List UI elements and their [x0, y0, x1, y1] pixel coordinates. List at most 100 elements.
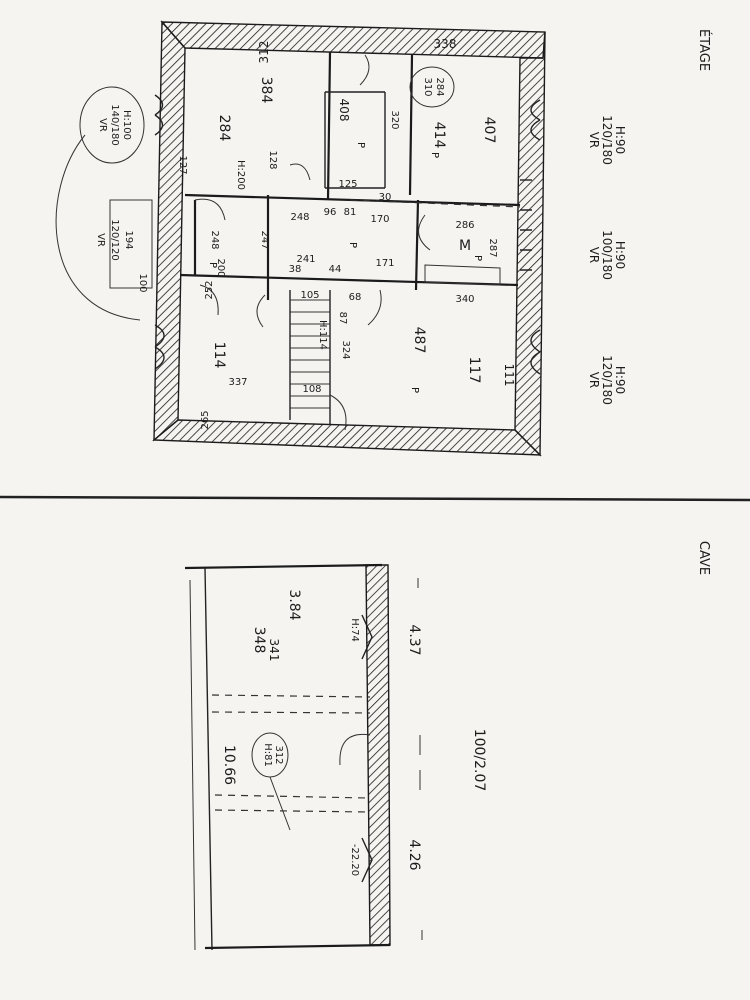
window-note-1-line-0: VR — [97, 118, 108, 132]
dim-324: 324 — [340, 340, 351, 359]
cave-dash-2 — [211, 711, 371, 714]
etage-callout-circle — [79, 86, 145, 164]
circle-labels-line-1: 284 — [434, 77, 445, 96]
cave-dim-437: 4.37 — [406, 624, 422, 655]
dim-h200: H:200 — [235, 160, 246, 190]
dim-128: 128 — [267, 150, 278, 169]
cave-wall-top — [184, 563, 383, 570]
dim-247: 247 — [259, 230, 270, 249]
p-mark-5: P — [472, 255, 483, 261]
dim-407: 407 — [481, 117, 497, 144]
cave-dash-1 — [211, 694, 371, 698]
dim-87: 87 — [337, 312, 348, 325]
dim-68: 68 — [349, 292, 362, 303]
dim-320: 320 — [389, 110, 400, 129]
dim-408: 408 — [337, 99, 351, 122]
cave-dim-1066: 10.66 — [221, 745, 237, 785]
dim-286: 286 — [455, 220, 474, 231]
dim-248: 248 — [290, 212, 309, 223]
cave-circle-labels-line-1: 312 — [273, 745, 284, 764]
dim-252: 252 — [204, 280, 215, 299]
dim-487: 487 — [411, 327, 427, 354]
window-note-2-line-1: 120/180 — [600, 115, 614, 165]
cave-dim-74: H:74 — [349, 618, 360, 642]
dim-248b: 248 — [209, 230, 220, 249]
dim-338: 338 — [434, 37, 457, 51]
etage-room-circle — [409, 66, 455, 108]
dim-117: 117 — [466, 357, 482, 384]
cave-circle-arrow — [269, 776, 291, 831]
dim-111: 111 — [502, 364, 516, 387]
etage-wall-interior-6 — [414, 199, 420, 291]
section-title-etage: ÉTAGE — [696, 29, 712, 71]
cave-door-swing — [339, 733, 371, 766]
dim-241: 241 — [296, 254, 315, 265]
etage-wall-interior-3 — [326, 51, 332, 201]
cave-wall-bottom — [204, 943, 391, 950]
window-note-5-line-1: 120/120 — [109, 219, 120, 261]
cave-window-bottom — [361, 837, 373, 883]
window-note-1-line-2: H:100 — [121, 110, 132, 140]
dim-38: 38 — [289, 264, 302, 275]
etage-callout-curve — [55, 134, 141, 321]
etage-wall-interior-4 — [408, 54, 414, 196]
dim-96: 96 — [324, 207, 337, 218]
dim-200: 200 — [215, 258, 226, 277]
dim-30: 30 — [379, 192, 392, 203]
dim-171: 171 — [375, 258, 394, 269]
dim-414: 414 — [431, 122, 447, 149]
etage-wall-left — [153, 20, 186, 442]
dim-h114: H:114 — [317, 320, 328, 350]
dim-284: 284 — [216, 115, 232, 142]
etage-closet-outline — [109, 199, 153, 289]
cave-window-top — [361, 614, 373, 660]
cave-left-edge — [189, 579, 196, 951]
dim-108: 108 — [302, 384, 321, 395]
dim-312: 312 — [257, 41, 271, 64]
dim-114: 114 — [211, 342, 227, 369]
section-title-cave: CAVE — [696, 541, 711, 575]
dim-337: 337 — [228, 377, 247, 388]
etage-bath-outline — [424, 264, 501, 286]
dim-105: 105 — [300, 290, 319, 301]
etage-staircase — [289, 290, 331, 425]
window-note-5-line-0: VR — [95, 233, 106, 247]
window-note-1-line-1: 140/180 — [109, 104, 120, 146]
cave-dim-348: 348 — [251, 627, 267, 654]
window-note-2-line-2: H:90 — [613, 126, 627, 154]
dim-125: 125 — [338, 179, 357, 190]
p-mark-0: P — [355, 142, 366, 148]
window-note-3-line-1: 100/180 — [600, 230, 614, 280]
cave-dim-22b: -22.20 — [349, 844, 360, 876]
etage-windows — [154, 94, 541, 375]
window-note-5-line-2: 194 — [123, 230, 134, 249]
dim-44: 44 — [329, 264, 342, 275]
cave-dash-3 — [214, 794, 369, 799]
cave-ticks — [417, 578, 423, 940]
dim-265: 265 — [200, 410, 211, 429]
window-note-3-line-0: VR — [587, 247, 601, 264]
dim-170: 170 — [370, 214, 389, 225]
etage-wall-top — [160, 21, 546, 59]
section-divider — [0, 495, 750, 502]
circle-labels-line-0: 310 — [422, 77, 433, 96]
cave-wall-right — [365, 564, 391, 946]
etage-dashed-line — [349, 199, 521, 208]
cave-plan — [184, 563, 423, 951]
cave-dash-4 — [214, 809, 369, 813]
etage-wall-right — [514, 31, 546, 457]
window-note-4-line-1: 120/180 — [600, 355, 614, 405]
cave-dim-100-207: 100/2.07 — [471, 729, 487, 792]
dim-340: 340 — [455, 294, 474, 305]
dim-127: 127 — [177, 155, 188, 174]
window-note-4-line-2: H:90 — [613, 366, 627, 394]
p-mark-1: P — [429, 152, 440, 158]
p-mark-3: P — [409, 387, 420, 393]
label-m: M — [459, 238, 471, 254]
dim-287: 287 — [487, 238, 498, 257]
window-note-3-line-2: H:90 — [613, 241, 627, 269]
cave-wall-left — [204, 567, 213, 951]
cave-dim-426: 4.26 — [406, 839, 422, 870]
